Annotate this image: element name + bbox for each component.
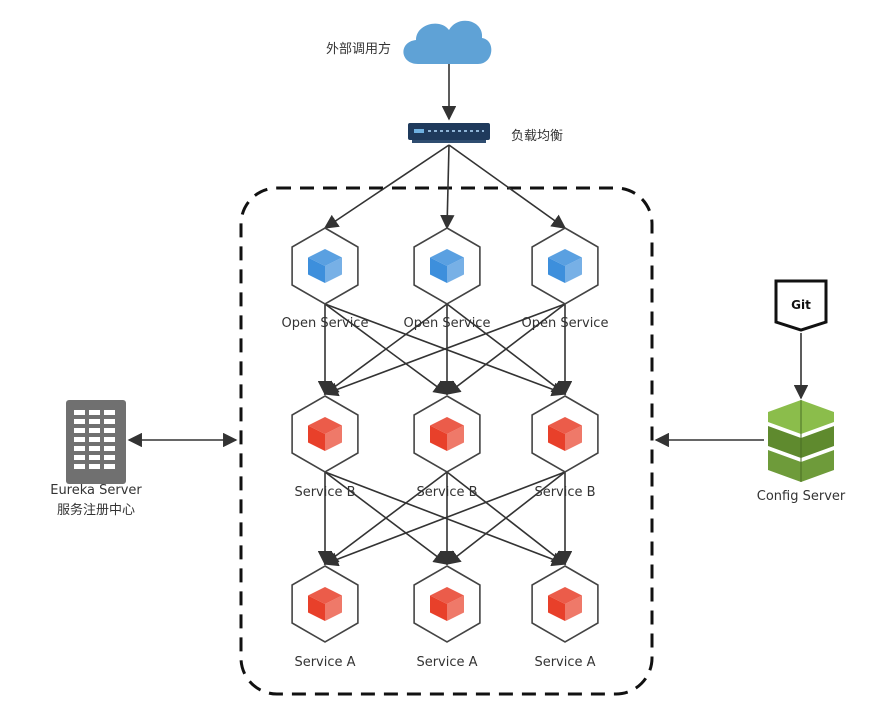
git-label: Git	[791, 298, 811, 312]
open-service-node	[531, 227, 599, 305]
cloud-icon	[403, 20, 492, 64]
arrow-tier2-2-to-1	[323, 471, 448, 565]
service-b-node	[531, 395, 599, 473]
service-b-label: Service B	[416, 485, 478, 500]
service-a-node	[531, 565, 599, 643]
arrow-tier1-2-to-1	[323, 303, 448, 395]
service-a-node	[413, 565, 481, 643]
open-service-label: Open Service	[281, 316, 369, 331]
open-service-label: Open Service	[403, 316, 491, 331]
open-service-node	[291, 227, 359, 305]
config-server-label: Config Server	[756, 489, 846, 504]
load-balancer-icon	[408, 123, 490, 143]
git-icon: Git	[774, 279, 828, 332]
service-b-label: Service B	[294, 485, 356, 500]
service-a-node	[291, 565, 359, 643]
arrow-tier2-3-to-1	[323, 471, 566, 567]
service-a-label: Service A	[294, 655, 356, 670]
arrow-lb-to-open-1	[323, 144, 450, 229]
service-b-node	[413, 395, 481, 473]
service-b-label: Service B	[534, 485, 596, 500]
eureka-subtitle: 服务注册中心	[56, 503, 136, 518]
eureka-server-icon	[66, 400, 126, 484]
service-a-label: Service A	[416, 655, 478, 670]
arrow-tier2-3-to-2	[445, 471, 566, 565]
client-label: 外部调用方	[326, 42, 392, 57]
open-service-label: Open Service	[521, 316, 609, 331]
service-b-node	[291, 395, 359, 473]
open-service-node	[413, 227, 481, 305]
service-cluster-boundary	[239, 186, 654, 696]
eureka-title: Eureka Server	[50, 483, 142, 498]
arrow-lb-to-open-3	[448, 144, 567, 229]
config-server-icon	[768, 400, 834, 482]
load-balancer-label: 负载均衡	[511, 129, 564, 144]
arrow-lb-to-open-2	[440, 144, 455, 230]
connection-lines	[127, 64, 809, 567]
service-nodes	[291, 227, 599, 643]
arrow-tier1-3-to-2	[445, 303, 566, 395]
service-a-label: Service A	[534, 655, 596, 670]
arrow-tier1-3-to-1	[323, 303, 566, 397]
